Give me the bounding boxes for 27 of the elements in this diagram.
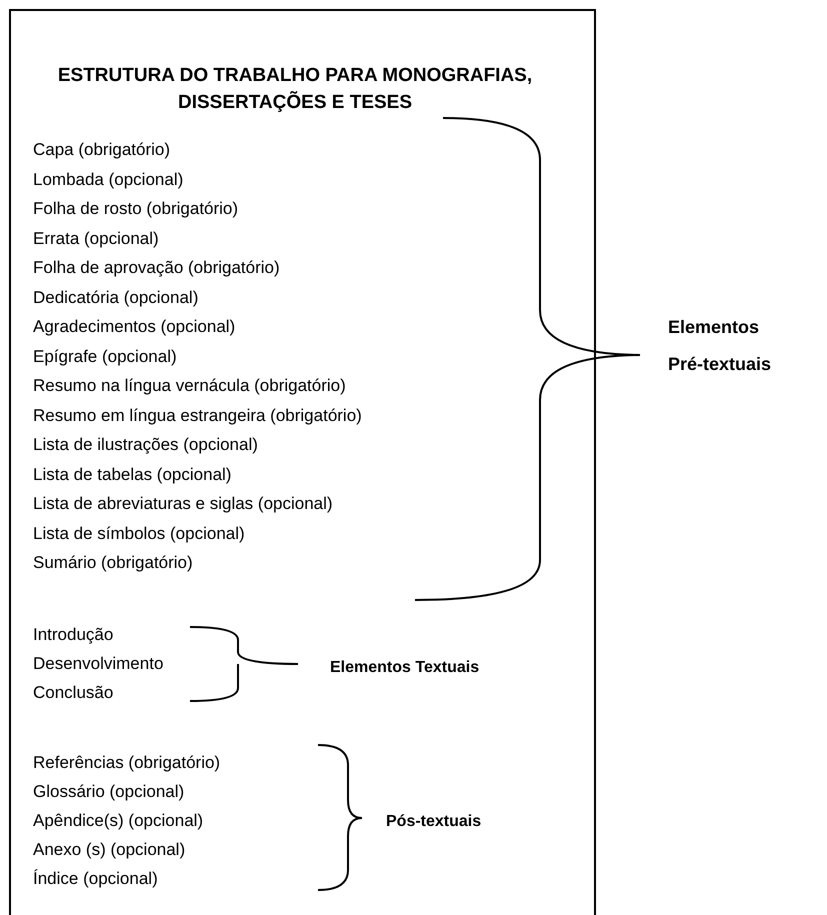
list-item: Lista de tabelas (opcional) [33, 464, 232, 484]
list-item: Anexo (s) (opcional) [33, 840, 186, 860]
list-item: Glossário (opcional) [33, 782, 184, 802]
diagram-title: ESTRUTURA DO TRABALHO PARA MONOGRAFIAS, DISSERTAÇÕES E TESES [56, 64, 534, 115]
list-item: Lista de abreviaturas e siglas (opcional) [33, 494, 333, 514]
group-label: Elementos Textuais [330, 658, 480, 678]
list-item: Resumo na língua vernácula (obrigatório) [33, 376, 346, 396]
list-item: Resumo em língua estrangeira (obrigatório) [33, 406, 362, 426]
list-item: Desenvolvimento [33, 654, 164, 674]
list-item: Lombada (opcional) [33, 170, 184, 190]
list-item: Apêndice(s) (opcional) [33, 811, 204, 831]
list-item: Errata (opcional) [33, 228, 159, 248]
list-item: Agradecimentos (opcional) [33, 317, 236, 337]
list-item: Conclusão [33, 683, 114, 703]
list-item: Folha de aprovação (obrigatório) [33, 258, 280, 278]
list-item: Capa (obrigatório) [33, 140, 170, 160]
list-item: Epígrafe (opcional) [33, 346, 177, 366]
list-item: Índice (opcional) [33, 869, 158, 889]
list-item: Sumário (obrigatório) [33, 553, 193, 573]
list-item: Lista de ilustrações (opcional) [33, 435, 258, 455]
list-item: Dedicatória (opcional) [33, 288, 198, 308]
list-item: Referências (obrigatório) [33, 753, 220, 773]
group-label: Elementos Pré-textuais [668, 316, 772, 376]
group-label: Pós-textuais [386, 812, 482, 832]
list-item: Lista de símbolos (opcional) [33, 524, 245, 544]
list-item: Introdução [33, 625, 114, 645]
list-item: Folha de rosto (obrigatório) [33, 199, 238, 219]
